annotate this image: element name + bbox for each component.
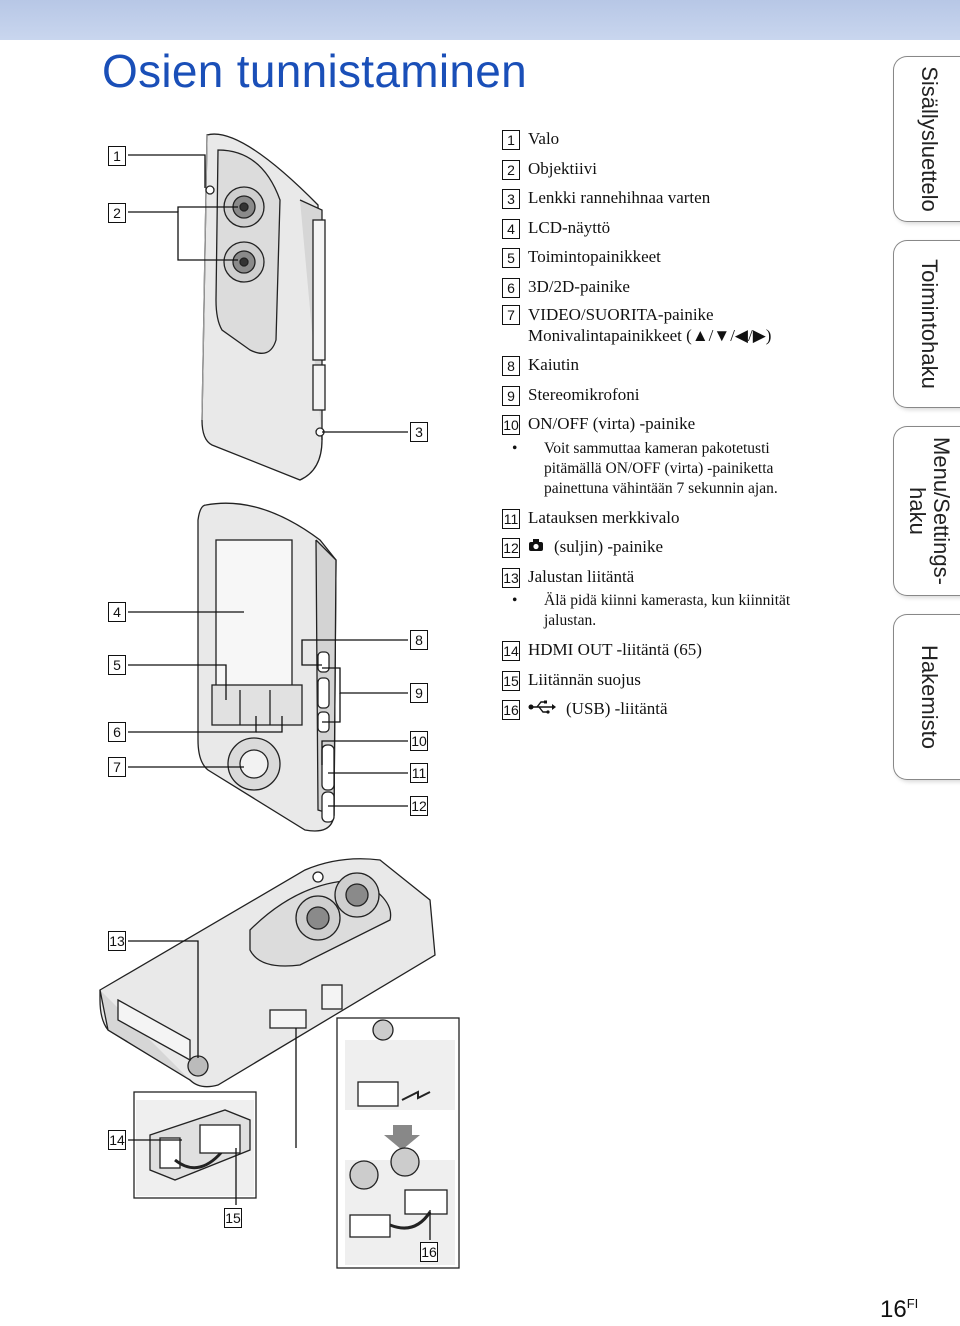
callout-15: 15 <box>224 1208 242 1228</box>
callout-12: 12 <box>410 796 428 816</box>
page-number: 16FI <box>880 1296 919 1323</box>
callout-4: 4 <box>108 602 126 622</box>
list-item: 12 (suljin) -painike <box>502 532 852 562</box>
header-bar <box>0 0 960 40</box>
callout-13: 13 <box>108 931 126 951</box>
callout-2: 2 <box>108 203 126 223</box>
callout-1: 1 <box>108 146 126 166</box>
tab-toimintohaku[interactable]: Toimintohaku <box>893 240 960 408</box>
callout-14: 14 <box>108 1130 126 1150</box>
list-item-continuation: Monivalintapainikkeet (▲/▼/◀/▶) <box>528 326 772 345</box>
callout-7: 7 <box>108 757 126 777</box>
camera-icon <box>528 532 546 562</box>
tab-hakemisto[interactable]: Hakemisto <box>893 614 960 780</box>
usb-icon <box>528 694 558 724</box>
tab-menu-settings-haku[interactable]: Menu/Settings-haku <box>893 426 960 596</box>
callout-9: 9 <box>410 683 428 703</box>
list-note: •Voit sammuttaa kameran pakotetusti pitä… <box>512 439 778 497</box>
callout-11: 11 <box>410 763 428 783</box>
callout-5: 5 <box>108 655 126 675</box>
list-note: •Älä pidä kiinni kamerasta, kun kiinnitä… <box>512 592 791 629</box>
callout-10: 10 <box>410 731 428 751</box>
callout-16: 16 <box>420 1242 438 1262</box>
callout-8: 8 <box>410 630 428 650</box>
tab-sisallysluettelo[interactable]: Sisällysluettelo <box>893 56 960 222</box>
list-item: 16 (USB) -liitäntä <box>502 694 852 724</box>
callout-3: 3 <box>410 422 428 442</box>
page-title: Osien tunnistaminen <box>102 45 528 97</box>
callout-6: 6 <box>108 722 126 742</box>
